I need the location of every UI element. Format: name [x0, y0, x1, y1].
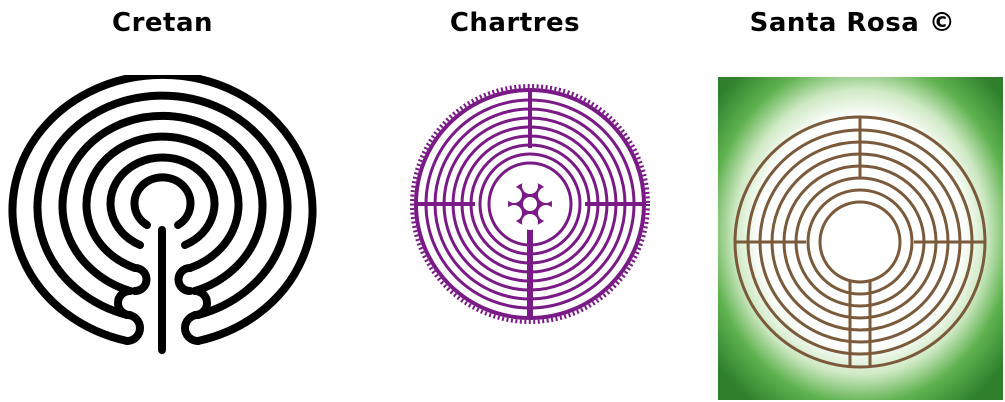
cretan-labyrinth-image	[5, 75, 320, 360]
santa-rosa-panel: Santa Rosa ©	[700, 0, 1005, 402]
chartres-labyrinth-image	[405, 78, 655, 330]
chartres-title: Chartres	[335, 8, 695, 38]
santa-rosa-title: Santa Rosa ©	[700, 8, 1005, 38]
chartres-panel: Chartres	[335, 0, 695, 402]
cretan-title: Cretan	[0, 8, 325, 38]
santa-rosa-labyrinth-image	[718, 77, 1003, 400]
cretan-panel: Cretan	[0, 0, 325, 402]
